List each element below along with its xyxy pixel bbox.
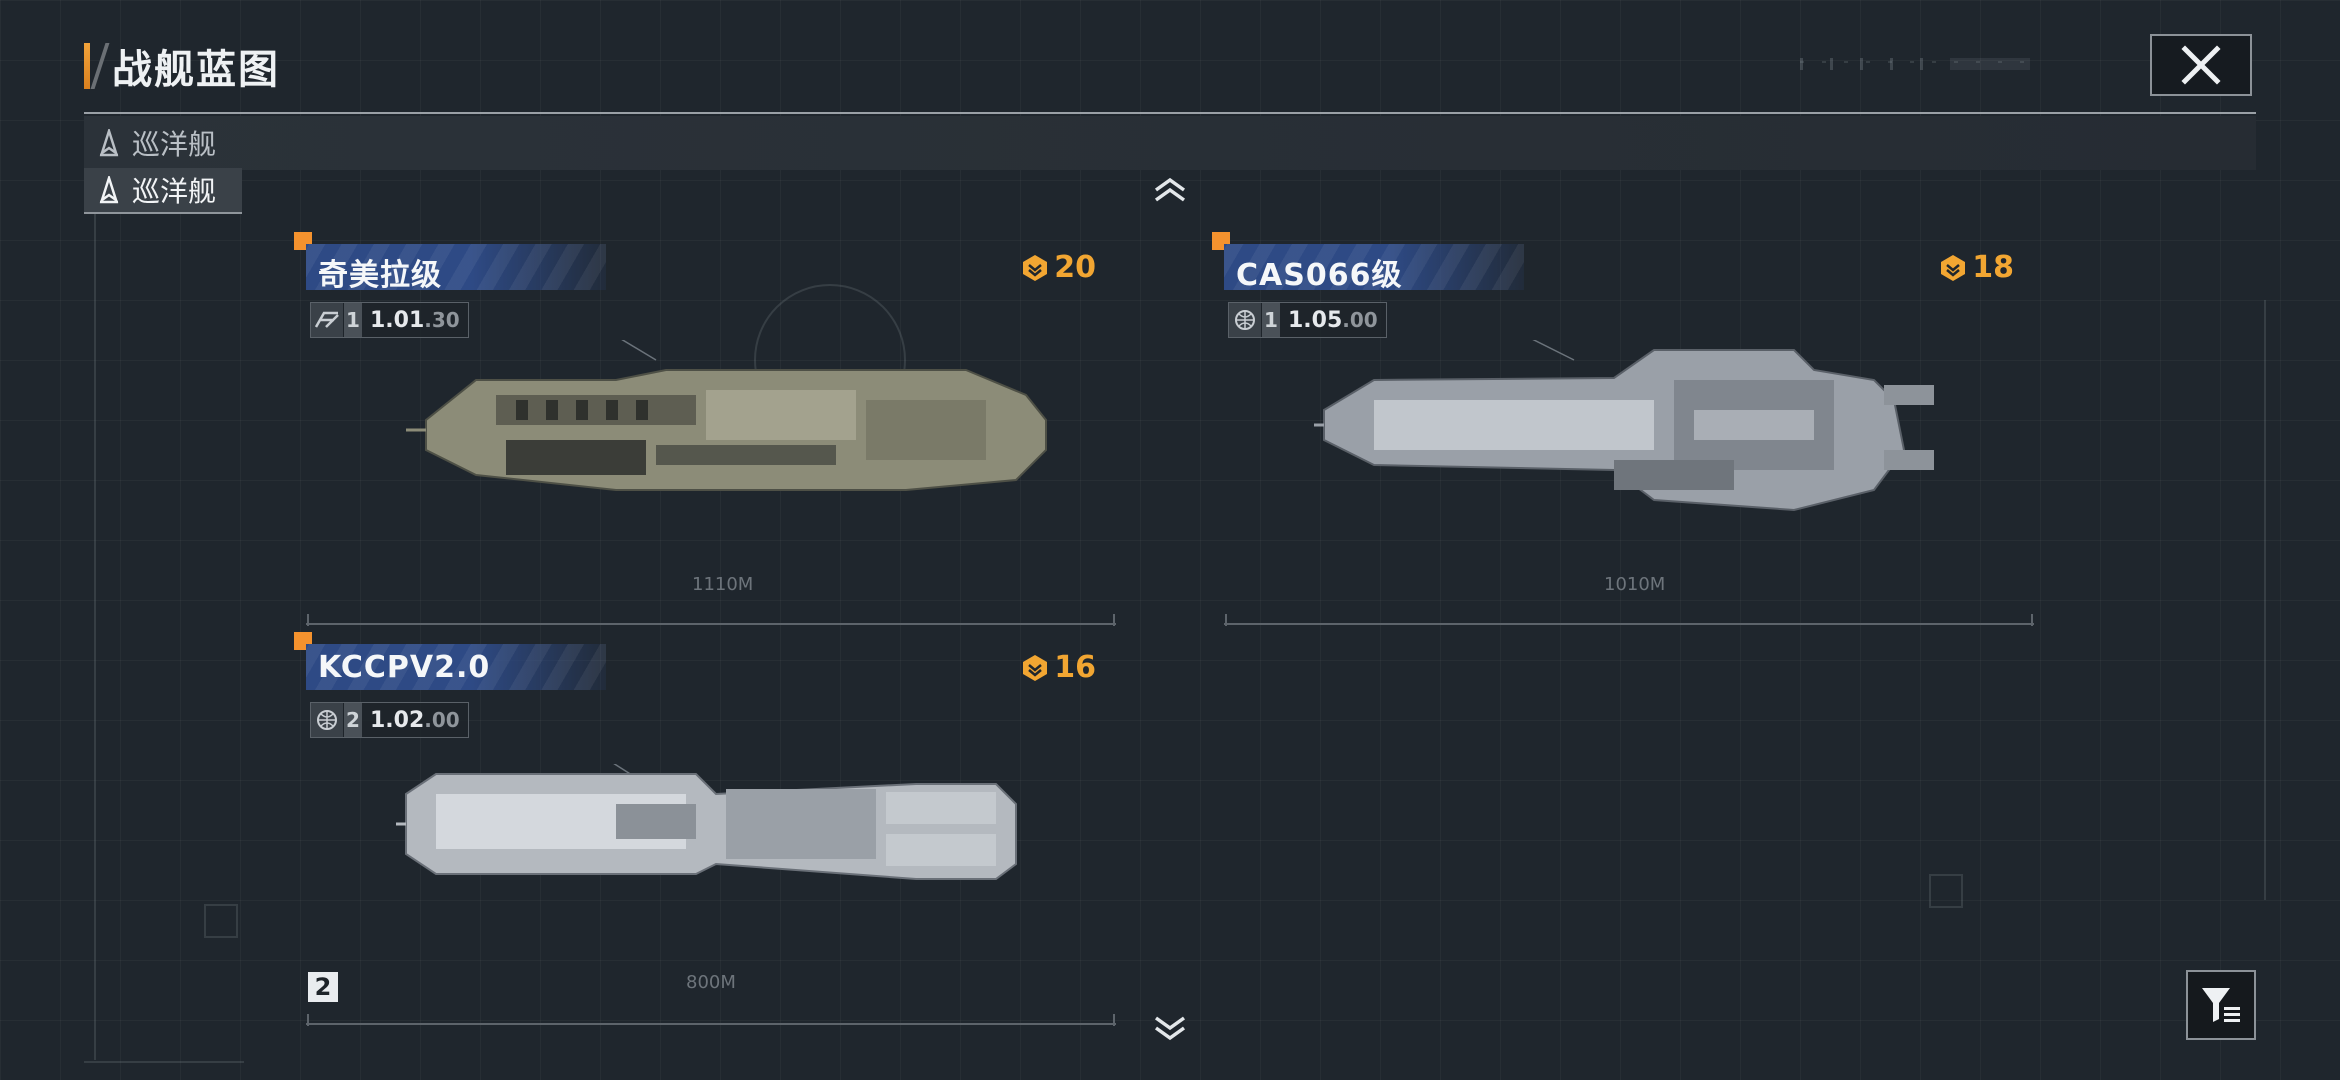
ship-cost: 16 (1020, 650, 1096, 685)
ship-version: 1.05.00 (1280, 308, 1386, 333)
length-ruler (1224, 614, 2034, 626)
ship-card[interactable]: 奇美拉级 20 1 1.01.30 1110M (294, 232, 1126, 634)
cruiser-class-icon (99, 176, 119, 204)
chevron-down-icon[interactable] (1150, 1016, 1190, 1042)
category-option-content: 巡洋舰 (98, 170, 216, 210)
cost-value: 16 (1054, 650, 1096, 685)
page-badge: 2 (308, 972, 338, 1002)
length-ruler (306, 1014, 1116, 1026)
page-title: 战舰蓝图 (112, 47, 280, 93)
title-accent-bar (84, 43, 90, 89)
globe-faction-icon (311, 703, 343, 737)
ship-blueprint-image (1314, 340, 1934, 512)
ship-name-plate: 奇美拉级 (306, 244, 606, 290)
faction-icon (311, 303, 343, 337)
length-ruler (306, 614, 1116, 626)
category-label: 巡洋舰 (132, 128, 217, 161)
header-divider (84, 112, 2256, 114)
category-bar[interactable]: 巡洋舰 (84, 116, 2256, 170)
filter-icon (2202, 988, 2240, 1022)
version-main: 1.01 (370, 307, 425, 333)
category-dropdown[interactable]: 巡洋舰 (98, 123, 216, 163)
ship-meta: 1 1.05.00 (1228, 302, 1387, 338)
ship-version: 1.02.00 (362, 708, 468, 733)
version-main: 1.05 (1288, 307, 1343, 333)
command-point-icon (1023, 654, 1048, 681)
ship-name: 奇美拉级 (318, 258, 442, 290)
ship-length: 1010M (1604, 574, 1666, 595)
cost-value: 20 (1054, 250, 1096, 285)
version-main: 1.02 (370, 707, 425, 733)
page-header: 战舰蓝图 (84, 38, 280, 94)
chevron-up-icon[interactable] (1150, 176, 1190, 202)
ship-meta: 1 1.01.30 (310, 302, 469, 338)
ship-card[interactable]: CAS066级 18 1 1.05.00 1010M (1212, 232, 2044, 634)
title-accent-slash (90, 43, 110, 89)
ship-blueprint-image (396, 764, 1017, 880)
ship-name-plate: CAS066级 (1224, 244, 1524, 290)
ship-tier: 1 (1262, 303, 1280, 337)
command-point-icon (1023, 254, 1048, 281)
cost-value: 18 (1972, 250, 2014, 285)
version-sub: .00 (1342, 307, 1378, 332)
ship-length: 1110M (692, 574, 754, 595)
ship-name: KCCPV2.0 (318, 650, 491, 685)
command-point-icon (1941, 254, 1966, 281)
ship-name: CAS066级 (1236, 258, 1403, 290)
close-button[interactable] (2150, 34, 2252, 96)
ship-tier: 1 (344, 303, 362, 337)
ship-length: 800M (686, 972, 736, 993)
category-option-selected[interactable]: 巡洋舰 (84, 168, 242, 214)
ship-card[interactable]: KCCPV2.0 16 2 1.02.00 800M (294, 632, 1126, 1034)
cruiser-class-icon (99, 129, 119, 157)
version-sub: .30 (424, 307, 460, 332)
ship-cost: 18 (1938, 250, 2014, 285)
ship-version: 1.01.30 (362, 308, 468, 333)
close-x-icon (2181, 45, 2221, 85)
ship-cost: 20 (1020, 250, 1096, 285)
filter-button[interactable] (2186, 970, 2256, 1040)
category-option-label: 巡洋舰 (132, 175, 217, 208)
version-sub: .00 (424, 707, 460, 732)
ship-meta: 2 1.02.00 (310, 702, 469, 738)
ship-tier: 2 (344, 703, 362, 737)
ship-blueprint-image (406, 340, 1047, 491)
globe-faction-icon (1229, 303, 1261, 337)
ship-name-plate: KCCPV2.0 (306, 644, 606, 690)
